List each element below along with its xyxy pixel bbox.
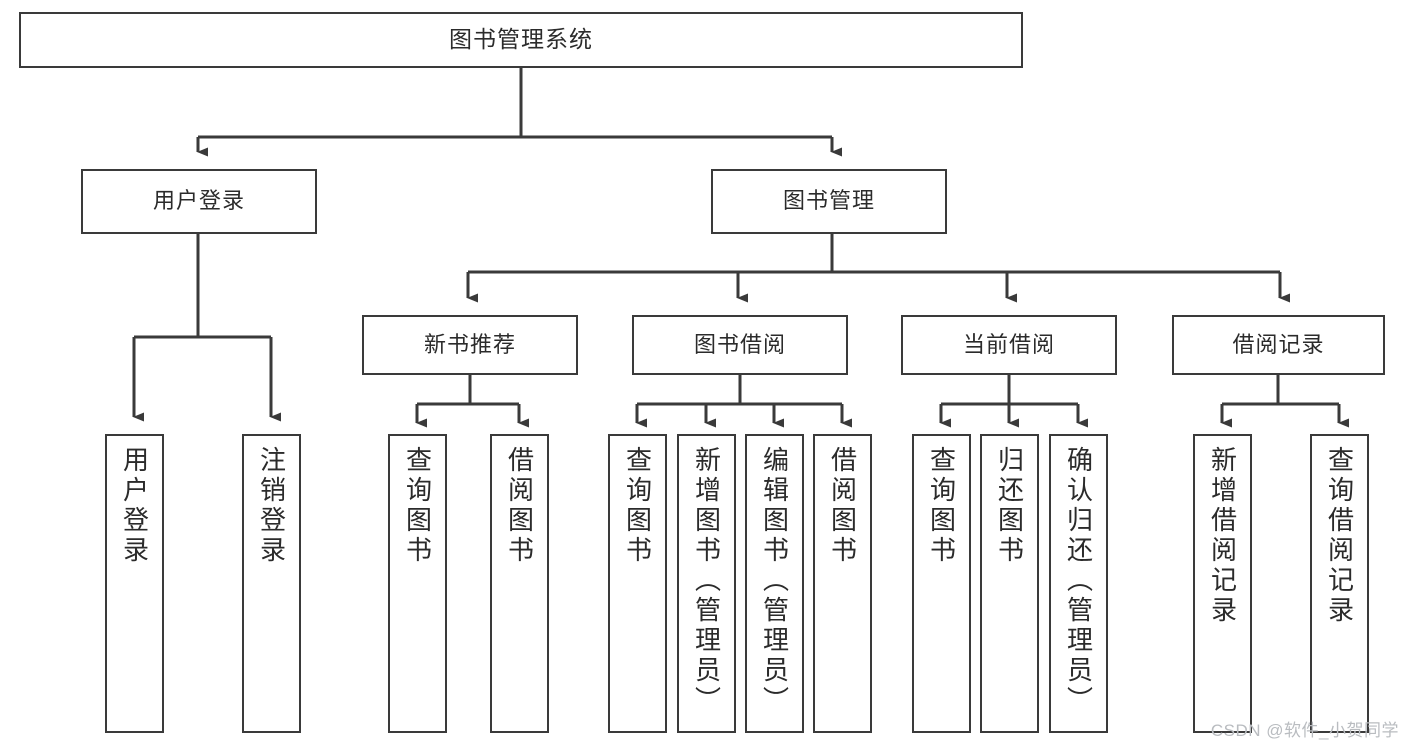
node-book-borrow[interactable]: 图书借阅 [632, 315, 848, 375]
node-leaf-borrow-book-2-label: 借阅图书 [827, 446, 858, 566]
node-leaf-query-book-3[interactable]: 查询图书 [912, 434, 971, 733]
node-leaf-add-record[interactable]: 新增借阅记录 [1193, 434, 1252, 733]
node-leaf-add-book[interactable]: 新增图书（管理员） [677, 434, 736, 733]
node-leaf-borrow-book-1-label: 借阅图书 [504, 446, 535, 566]
node-leaf-query-record-label: 查询借阅记录 [1324, 446, 1355, 626]
node-leaf-confirm-return[interactable]: 确认归还（管理员） [1049, 434, 1108, 733]
node-leaf-query-book-2[interactable]: 查询图书 [608, 434, 667, 733]
node-leaf-confirm-return-label: 确认归还（管理员） [1063, 446, 1094, 716]
node-leaf-add-record-label: 新增借阅记录 [1207, 446, 1238, 626]
node-leaf-return-book[interactable]: 归还图书 [980, 434, 1039, 733]
node-leaf-query-book-2-label: 查询图书 [622, 446, 653, 566]
node-user-login[interactable]: 用户登录 [81, 169, 317, 234]
node-leaf-edit-book[interactable]: 编辑图书（管理员） [745, 434, 804, 733]
node-leaf-borrow-book-2[interactable]: 借阅图书 [813, 434, 872, 733]
node-current-borrow-label: 当前借阅 [962, 331, 1055, 357]
node-leaf-query-book-3-label: 查询图书 [926, 446, 957, 566]
node-borrow-record[interactable]: 借阅记录 [1172, 315, 1385, 375]
node-user-login-label: 用户登录 [152, 188, 245, 214]
node-leaf-add-book-label: 新增图书（管理员） [691, 446, 722, 716]
node-current-borrow[interactable]: 当前借阅 [901, 315, 1117, 375]
node-leaf-return-book-label: 归还图书 [994, 446, 1025, 566]
node-leaf-user-login-label: 用户登录 [119, 446, 150, 566]
node-leaf-query-record[interactable]: 查询借阅记录 [1310, 434, 1369, 733]
watermark-text: CSDN @软件_小贺同学 [1210, 721, 1399, 740]
node-leaf-user-logout[interactable]: 注销登录 [242, 434, 301, 733]
node-book-borrow-label: 图书借阅 [693, 331, 786, 357]
node-leaf-query-book-1[interactable]: 查询图书 [388, 434, 447, 733]
node-borrow-record-label: 借阅记录 [1232, 331, 1325, 357]
node-leaf-user-login[interactable]: 用户登录 [105, 434, 164, 733]
node-leaf-user-logout-label: 注销登录 [256, 446, 287, 566]
node-root[interactable]: 图书管理系统 [19, 12, 1023, 68]
node-leaf-edit-book-label: 编辑图书（管理员） [759, 446, 790, 716]
node-root-label: 图书管理系统 [449, 26, 593, 53]
node-book-manage[interactable]: 图书管理 [711, 169, 947, 234]
node-book-manage-label: 图书管理 [782, 188, 875, 214]
node-leaf-borrow-book-1[interactable]: 借阅图书 [490, 434, 549, 733]
node-new-book-recommend-label: 新书推荐 [423, 331, 516, 357]
node-leaf-query-book-1-label: 查询图书 [402, 446, 433, 566]
node-new-book-recommend[interactable]: 新书推荐 [362, 315, 578, 375]
